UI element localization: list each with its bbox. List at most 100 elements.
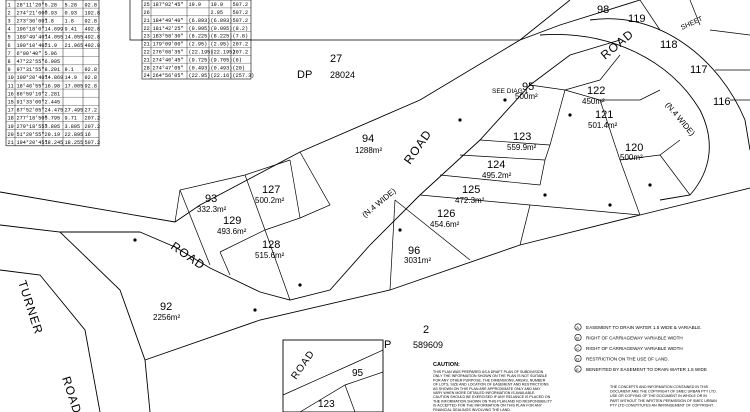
- table-cell: 21: [144, 18, 150, 24]
- table-cell: 196°18'0": [17, 27, 45, 33]
- table-cell: 274°40'45": [153, 57, 184, 63]
- table-cell: 9: [8, 67, 11, 73]
- table-cell: 28°11'20": [17, 2, 45, 8]
- table-cell: 187°02'45": [153, 2, 184, 8]
- table-cell: 5.795: [45, 116, 61, 122]
- legend-text: RIGHT OF CARRIAGEWAY VARIABLE WIDTH: [586, 336, 683, 341]
- table-cell: 6: [8, 43, 11, 49]
- lot-lines: [129, 0, 750, 301]
- inset-lot-95: 95: [352, 368, 364, 379]
- copyright-line: PART WITHOUT THE WRITTEN PERMISSION OF S…: [610, 399, 717, 403]
- lot-93-area: 332.3m²: [197, 205, 227, 214]
- lot-125-area: 472.3m²: [455, 196, 485, 205]
- legend-symbol: A: [576, 325, 579, 330]
- legend-symbol: D: [576, 357, 579, 362]
- table-cell: 207.2: [85, 116, 101, 122]
- table-cell: 19.9: [189, 2, 201, 8]
- table-cell: 492.8: [85, 35, 101, 41]
- table-cell: 97°31'55": [17, 67, 45, 73]
- caution-line: THIS PLAN WAS PREPARED AS A DRAFT PLAN O…: [433, 370, 544, 374]
- see-diag-label: SEE DIAG 1: [492, 88, 529, 95]
- lot-124: 124: [487, 159, 505, 171]
- table-cell: 181°42'25": [153, 26, 184, 32]
- legend-text: BENEFITED BY EASEMENT TO DRAIN WATER 1.5…: [586, 367, 707, 372]
- lot-122-area: 450m²: [582, 97, 605, 106]
- lot-96-area: 3031m²: [404, 256, 431, 265]
- table-cell: 184°49'40": [153, 18, 184, 24]
- lot-96: 96: [408, 245, 420, 257]
- legend-symbol: E: [576, 367, 579, 372]
- table-cell: (9.705): [211, 57, 233, 63]
- table-cell: 1.8: [65, 19, 74, 25]
- table-cell: 492.8: [85, 27, 101, 33]
- table-cell: 4: [8, 27, 11, 33]
- table-cell: 22: [144, 26, 150, 32]
- table-cell: 28: [144, 65, 150, 71]
- lot-122: 122: [587, 85, 605, 97]
- table-cell: 22.895: [65, 132, 84, 138]
- table-cell: 92.8: [85, 19, 97, 25]
- table-cell: 279°18'55": [17, 124, 48, 130]
- table-cell: 18.245: [45, 140, 64, 146]
- table-cell: 207.2: [85, 124, 101, 130]
- lot-129-area: 493.6m²: [217, 227, 247, 236]
- table-cell: 24.475: [45, 108, 64, 114]
- copyright-line: PTY LTD CONSTITUTES AN INFRINGEMENT OF C…: [610, 403, 714, 407]
- copyright-line: THE CONCEPTS AND INFORMATION CONTAINED I…: [610, 385, 709, 389]
- table-cell: 507.2: [233, 10, 249, 16]
- table-cell: (2.95): [211, 42, 230, 48]
- road-label-left: ROAD: [168, 239, 208, 273]
- lot-123-area: 559.9m²: [507, 143, 537, 152]
- table-cell: (8.225): [211, 34, 233, 40]
- table-cell: 26: [144, 10, 150, 16]
- table-cell: 189°49'40": [17, 35, 48, 41]
- lot-128: 128: [262, 239, 280, 251]
- table-cell: 11: [8, 83, 14, 89]
- table-cell: 109°20'40": [17, 75, 48, 81]
- legend-symbol-icon: [574, 323, 582, 331]
- table-cell: 16.98: [45, 83, 61, 89]
- table-cell: 2.445: [45, 100, 61, 106]
- inset-lot-123: 123: [318, 399, 335, 410]
- lot-126: 126: [437, 208, 455, 220]
- table-cell: 273°36'00": [17, 19, 48, 25]
- table-cell: 190°10'40": [17, 43, 48, 49]
- caution-line: IS ACCEPTED FOR THE INFORMATION ON THIS …: [433, 404, 543, 408]
- legend-text: RESTRICTION ON THE USE OF LAND.: [586, 357, 669, 362]
- table-cell: 274°21'00": [17, 10, 48, 16]
- table-cell: 21.965: [65, 43, 84, 49]
- table-cell: (22.195): [189, 50, 214, 56]
- table-cell: 47°22'55": [17, 59, 45, 65]
- table-cell: 19: [8, 124, 14, 130]
- table-cell: 3: [8, 19, 11, 25]
- lot-116: 116: [713, 96, 731, 108]
- table-cell: (6.893): [211, 18, 233, 24]
- table-cell: 5.28: [45, 2, 57, 8]
- caution-line: THE INFORMATION SHOWN ON THIS PLAN AND N…: [433, 399, 553, 403]
- caution-line: ONLY THE INFORMATION SHOWN ON THE PLAN I…: [433, 374, 548, 378]
- table-cell: 9.71: [65, 116, 77, 122]
- lot-121-area: 501.4m²: [588, 121, 618, 130]
- road-label-main: ROAD: [401, 127, 435, 167]
- table-cell: 18°46'55": [17, 83, 45, 89]
- table-cell: (20): [233, 65, 245, 71]
- table-cell: 92.8: [85, 83, 97, 89]
- lot-27: 27: [330, 53, 342, 65]
- legend-symbol-icon: [574, 344, 582, 352]
- table-cell: 21: [144, 42, 150, 48]
- dp-top-number: 28024: [330, 70, 355, 80]
- lot-92: 92: [160, 301, 172, 313]
- table-cell: 179°09'00": [153, 42, 184, 48]
- legend-symbol-icon: [574, 365, 582, 373]
- table-cell: 9.41: [65, 27, 77, 33]
- table-cell: 92.8: [85, 2, 97, 8]
- table-cell: (2.95): [189, 42, 208, 48]
- lot-120-area: 500m²: [620, 153, 643, 162]
- copyright-line: DOCUMENT ARE THE COPYRIGHT OF SMEC URBAN…: [610, 390, 717, 394]
- copyright-block: THE CONCEPTS AND INFORMATION CONTAINED I…: [610, 385, 717, 407]
- lot-95-area: 500m²: [515, 92, 538, 101]
- lot-98: 98: [597, 4, 609, 16]
- caution-block: CAUTION: THIS PLAN WAS PREPARED AS A DRA…: [433, 362, 553, 412]
